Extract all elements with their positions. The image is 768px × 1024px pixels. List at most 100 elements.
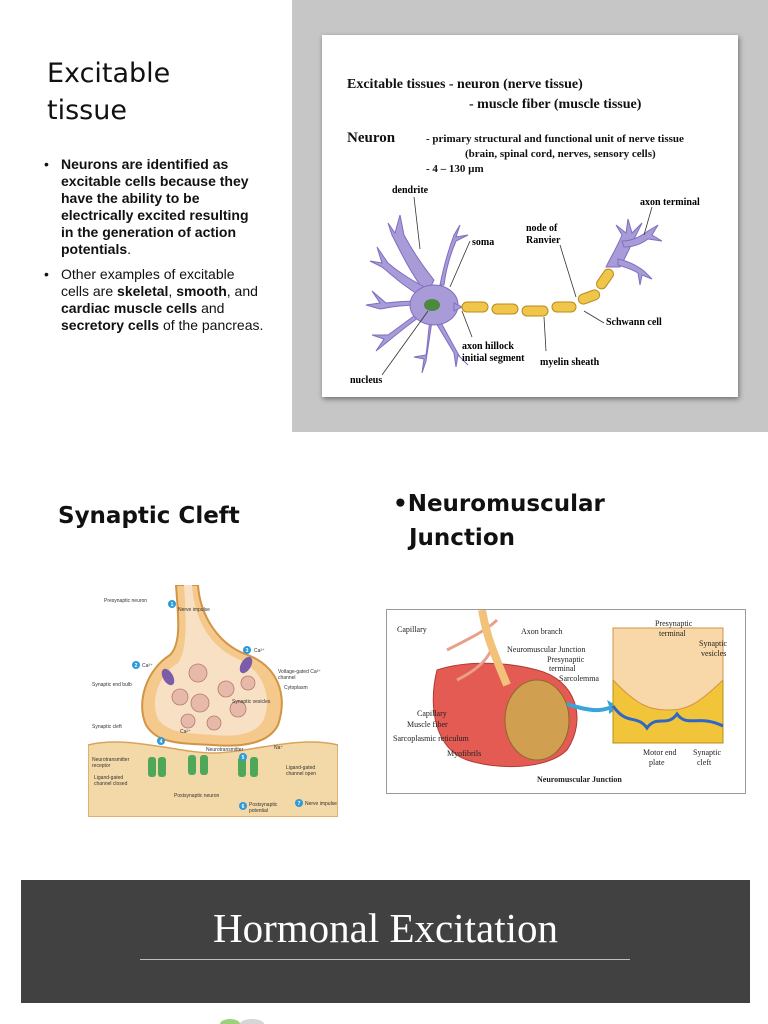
label-voltage-gated-1: Voltage-gated Ca²⁺ [278,669,321,675]
axon-branch-shape [478,609,511,687]
motor-end-plate-shape [611,705,724,731]
label-receptor-1: Neurotransmitter [92,757,130,763]
bullet-text: and [197,300,225,316]
ligand-gated-channel-shape [148,755,258,777]
label-axon-terminal: axon terminal [640,197,700,208]
label-synaptic-cleft-2: cleft [697,758,712,767]
bullet-text-tail: . [127,241,132,257]
myelin-sheath-shape [461,268,614,317]
label-cytoplasm: Cytoplasm [284,685,308,691]
nmj-title-line-1: •Neuromuscular [393,487,693,521]
slide-title: Excitable tissue [47,55,267,129]
synaptic-vesicles-shape [171,663,256,731]
nmj-title-line-2: Junction [409,525,515,551]
slide-excitable-tissue: Excitable tissue • Neurons are identifie… [0,0,768,432]
figure-line-2: - muscle fiber (muscle tissue) [469,97,642,112]
nmj-figure-frame: Capillary Axon branch Neuromuscular Junc… [386,609,746,794]
bullet-dot-icon: • [44,266,49,282]
label-ligand-closed-1: Ligand-gated [94,775,123,781]
leader-lines [381,196,653,376]
label-ca-2: Ca²⁺ [254,648,265,654]
nmj-illustration: Capillary Axon branch Neuromuscular Junc… [393,609,727,784]
synapse-illustration: 1 2 3 4 5 6 7 Presynaptic neuron Nerve i… [88,585,338,817]
bullet-item-neurons: • Neurons are identified as excitable ce… [44,156,264,258]
label-synaptic-cleft-1: Synaptic [693,748,721,757]
label-presynaptic-1: Presynaptic [547,655,585,664]
figure-neuron-desc-1: - primary structural and functional unit… [426,133,684,145]
bullet-bold-smooth: smooth [176,283,227,299]
label-synaptic-vesicles: Synaptic vesicles [232,699,271,705]
label-sarcoplasmic-reticulum: Sarcoplasmic reticulum [393,734,470,743]
label-axon-hillock: axon hillock [462,341,514,352]
bullet-bold-skeletal: skeletal [117,283,169,299]
nmj-caption: Neuromuscular Junction [537,775,622,784]
label-presynaptic-neuron: Presynaptic neuron [104,598,147,604]
neuron-illustration: dendrite soma node of Ranvier axon termi… [350,185,700,386]
axon-terminal-shape [605,218,663,286]
label-na: Na⁺ [274,745,283,751]
label-myofibrils: Myofibrils [447,749,481,758]
neuromuscular-junction-title: •Neuromuscular Junction [393,487,693,555]
label-postsynaptic-potential-2: potential [249,808,268,814]
bullet-text: , and [226,283,258,299]
bullet-text: , [168,283,177,299]
label-r-presynaptic-2: terminal [659,629,686,638]
label-schwann-cell: Schwann cell [606,317,662,328]
bullet-dot-icon: • [393,491,408,517]
label-postsynaptic-potential-1: Postsynaptic [249,802,278,808]
step-7-number: 7 [298,801,301,807]
title-divider [140,959,630,960]
bullet-bold-secretory: secretory cells [61,317,160,333]
label-motor-end-1: Motor end [643,748,677,757]
step-4-number: 4 [160,739,163,745]
label-voltage-gated-2: channel [278,675,296,681]
figure-line-1: Excitable tissues - neuron (nerve tissue… [347,77,583,92]
myofibrils-shape [504,679,570,761]
label-dendrite: dendrite [392,185,429,196]
label-ligand-closed-2: channel closed [94,781,128,787]
label-sarcolemma: Sarcolemma [559,674,599,683]
nmj-title-text-1: Neuromuscular [407,491,605,517]
bullet-dot-icon: • [44,156,49,172]
figure-neuron-size: - 4 – 130 µm [426,163,484,175]
label-ligand-open-1: Ligand-gated [286,765,315,771]
label-soma: soma [472,237,494,248]
label-r-presynaptic-1: Presynaptic [655,619,693,628]
slide-hormonal-excitation: Hormonal Excitation [21,880,750,1003]
title-line-2: tissue [47,95,127,126]
label-neurotransmitter: Neurotransmitter [206,747,244,753]
figure-neuron-desc-2: (brain, spinal cord, nerves, sensory cel… [465,148,656,160]
label-myelin-sheath: myelin sheath [540,357,600,368]
label-muscle-fiber: Muscle fiber [407,720,448,729]
label-nucleus: nucleus [350,375,382,386]
bullet-text: Other examples of excitable cells are [61,266,235,299]
label-capillary: Capillary [397,625,427,634]
label-presynaptic-2: terminal [549,664,576,673]
step-2-number: 2 [135,663,138,669]
nucleus-shape [424,299,440,311]
title-line-1: Excitable [47,58,171,89]
label-nerve-impulse: Nerve impulse [178,607,210,613]
bullet-text: of the pancreas. [159,317,264,333]
step-marker-icons [132,600,303,810]
bullet-list: • Neurons are identified as excitable ce… [44,156,264,342]
dendrite-shape [365,214,469,374]
neuron-figure-card: Excitable tissues - neuron (nerve tissue… [322,35,738,397]
figure-neuron-word: Neuron [347,130,396,146]
label-ranvier: Ranvier [526,235,561,246]
zoom-arrow-icon [567,700,619,714]
step-6-number: 6 [242,804,245,810]
label-nmj: Neuromuscular Junction [507,645,585,654]
step-1-number: 1 [171,602,174,608]
voltage-gated-channel-shape [161,656,253,686]
label-initial-segment: initial segment [462,353,525,364]
synaptic-cleft-title: Synaptic Cleft [58,503,240,529]
label-ca-3: Ca²⁺ [180,729,191,735]
label-capillary: Capillary [417,709,447,718]
label-ligand-open-2: channel open [286,771,316,777]
label-node-of: node of [526,223,558,234]
presynaptic-terminal-shape [612,627,724,711]
label-axon-branch: Axon branch [521,627,563,636]
bullet-item-other-examples: • Other examples of excitable cells are … [44,266,264,334]
label-synaptic-vesicles-2: vesicles [701,649,726,658]
